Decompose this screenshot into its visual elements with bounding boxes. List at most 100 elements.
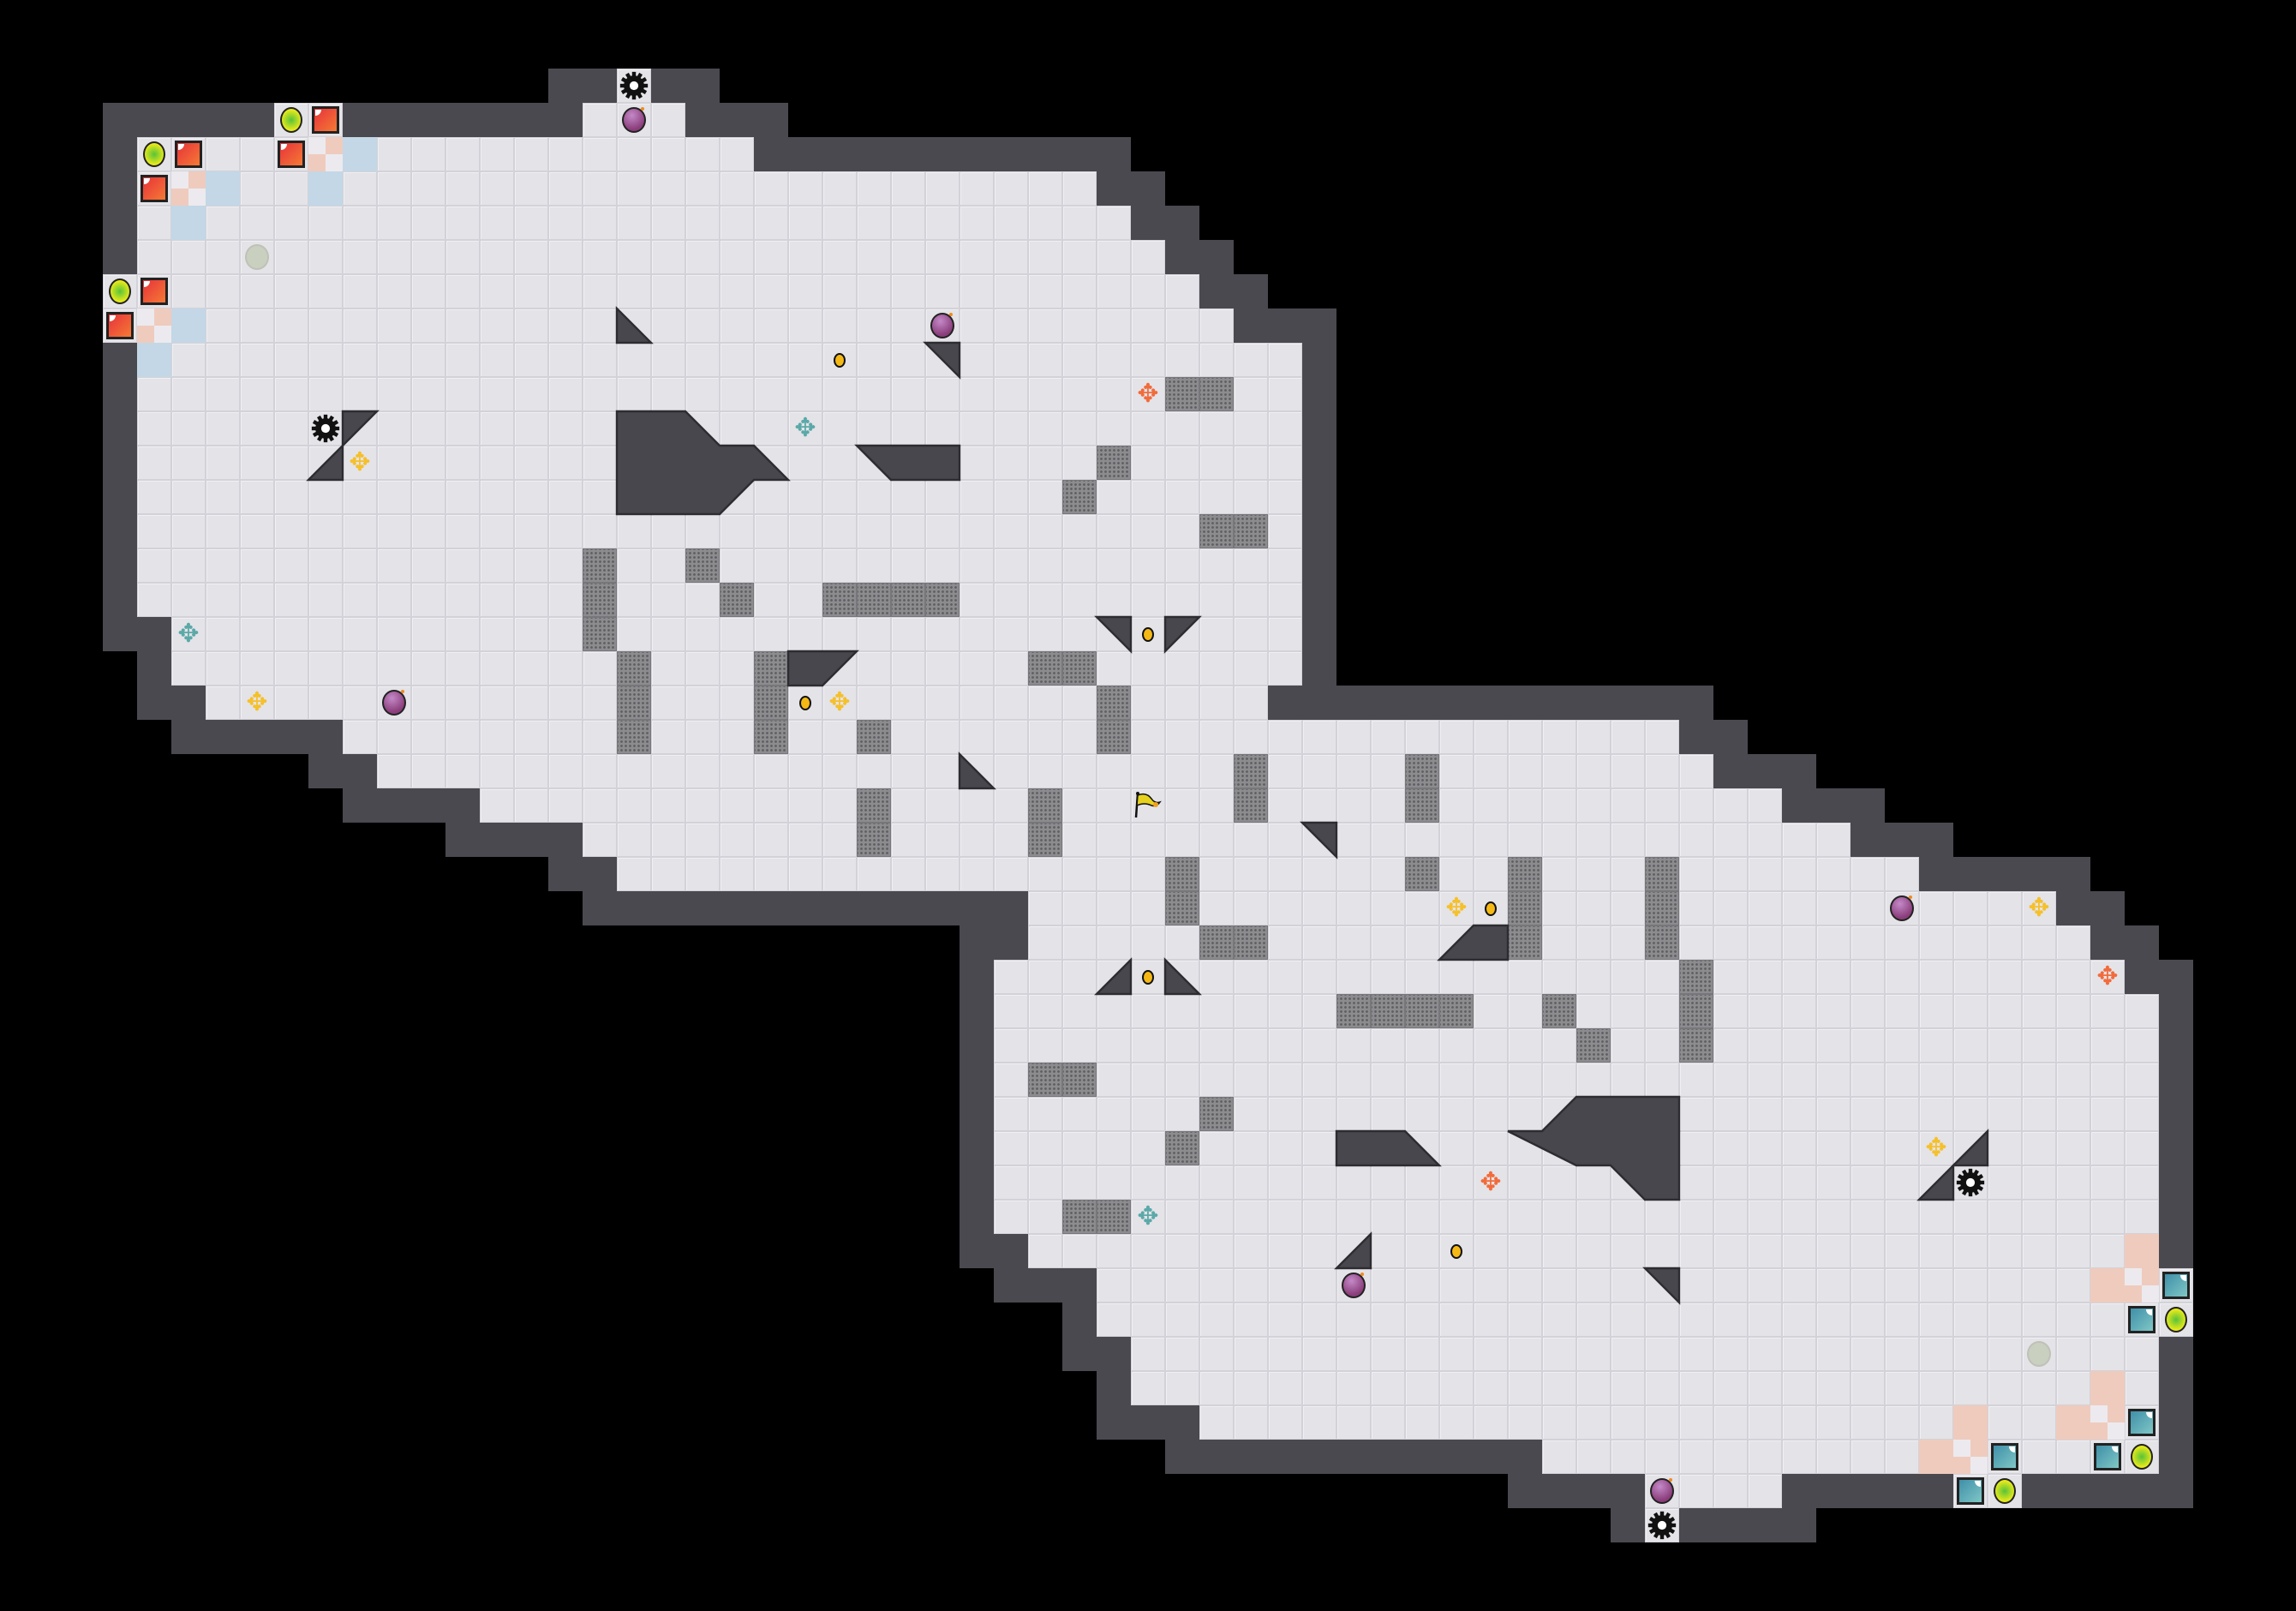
floor-tile xyxy=(343,548,377,583)
wall-tile xyxy=(754,137,788,171)
floor-tile xyxy=(1371,925,1405,960)
floor-tile xyxy=(1816,891,1851,925)
wall-tile xyxy=(2056,891,2090,925)
wall-block xyxy=(1507,1095,1681,1201)
orange-cross-icon: ✥ xyxy=(1480,1167,1502,1197)
floor-tile xyxy=(1645,720,1679,754)
floor-tile xyxy=(651,617,685,651)
floor-tile xyxy=(1302,994,1336,1028)
yellow-cross-icon: ✥ xyxy=(828,687,851,717)
floor-tile xyxy=(891,720,925,754)
floor-tile xyxy=(1165,308,1199,343)
floor-tile xyxy=(1302,925,1336,960)
ramp-obstacle xyxy=(1094,615,1133,654)
floor-tile xyxy=(1439,754,1474,788)
floor-tile xyxy=(685,377,720,411)
floor-tile xyxy=(377,480,411,514)
floor-tile xyxy=(411,583,445,617)
floor-tile xyxy=(514,720,548,754)
floor-tile xyxy=(343,308,377,343)
wall-tile xyxy=(480,823,514,857)
floor-tile xyxy=(1165,1028,1199,1063)
wall-tile xyxy=(1851,788,1885,823)
wall-tile xyxy=(274,720,308,754)
wall-tile xyxy=(103,548,137,583)
floor-tile xyxy=(445,206,480,240)
floor-tile xyxy=(1131,548,1165,583)
floor-tile xyxy=(480,686,514,720)
floor-tile xyxy=(994,857,1028,891)
floor-tile xyxy=(720,788,754,823)
floor-tile xyxy=(1576,994,1611,1028)
floor-tile xyxy=(1062,857,1097,891)
floor-tile xyxy=(1131,343,1165,377)
floor-tile xyxy=(308,514,343,548)
floor-tile xyxy=(857,377,891,411)
floor-tile xyxy=(377,720,411,754)
floor-tile xyxy=(891,343,925,377)
floor-tile xyxy=(308,548,343,583)
floor-tile xyxy=(1302,754,1336,788)
floor-tile xyxy=(1782,994,1816,1028)
floor-tile xyxy=(1028,377,1062,411)
wall-tile xyxy=(1234,308,1268,343)
floor-tile xyxy=(240,411,274,446)
floor-tile xyxy=(480,617,514,651)
floor-tile xyxy=(411,308,445,343)
floor-tile xyxy=(994,720,1028,754)
floor-tile xyxy=(651,754,685,788)
floor-tile xyxy=(925,514,960,548)
wall-tile xyxy=(1885,1474,1919,1508)
teal-team-block-icon xyxy=(1988,1440,2022,1474)
floor-tile xyxy=(685,857,720,891)
floor-tile xyxy=(1611,857,1645,891)
floor-tile xyxy=(822,274,857,308)
floor-tile xyxy=(411,617,445,651)
red-team-block-icon xyxy=(137,171,171,206)
wall-tile xyxy=(548,69,583,103)
floor-tile xyxy=(377,548,411,583)
floor-tile xyxy=(548,446,583,480)
floor-tile xyxy=(994,548,1028,583)
floor-tile xyxy=(891,548,925,583)
floor-tile xyxy=(685,651,720,686)
floor-tile xyxy=(1268,891,1302,925)
wall-tile xyxy=(1919,1474,1953,1508)
floor-tile xyxy=(788,720,822,754)
floor-tile xyxy=(480,377,514,411)
floor-tile xyxy=(1474,788,1508,823)
floor-tile xyxy=(1439,960,1474,994)
floor-tile xyxy=(1851,857,1885,891)
wall-tile xyxy=(2159,1371,2193,1405)
floor-tile xyxy=(583,651,617,686)
floor-tile xyxy=(857,480,891,514)
floor-tile xyxy=(651,823,685,857)
floor-tile xyxy=(685,171,720,206)
floor-tile xyxy=(1679,823,1713,857)
coin-icon xyxy=(1439,1234,1474,1268)
floor-tile xyxy=(651,857,685,891)
floor-tile xyxy=(137,377,171,411)
wall-tile xyxy=(960,960,994,994)
floor-tile xyxy=(617,788,651,823)
floor-tile xyxy=(617,137,651,171)
floor-tile xyxy=(1131,274,1165,308)
floor-tile xyxy=(1097,480,1131,514)
floor-tile xyxy=(206,411,240,446)
floor-tile xyxy=(960,274,994,308)
floor-tile xyxy=(1645,823,1679,857)
wall-tile xyxy=(1542,686,1576,720)
coin-icon xyxy=(1131,960,1165,994)
floor-tile xyxy=(960,514,994,548)
floor-tile xyxy=(685,617,720,651)
floor-tile xyxy=(891,857,925,891)
floor-tile xyxy=(548,651,583,686)
floor-tile xyxy=(617,171,651,206)
wall-tile xyxy=(1679,686,1713,720)
floor-tile xyxy=(445,617,480,651)
floor-tile xyxy=(1199,720,1234,754)
floor-tile xyxy=(1234,857,1268,891)
floor-tile xyxy=(377,411,411,446)
floor-tile xyxy=(1131,720,1165,754)
floor-tile xyxy=(377,377,411,411)
